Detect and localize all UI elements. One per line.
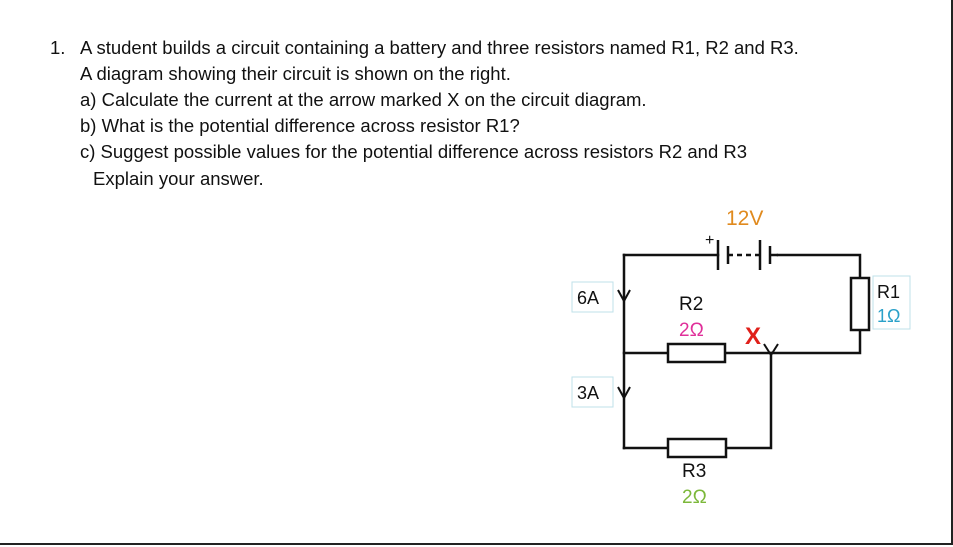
r3-name-label: R3	[682, 461, 706, 482]
r3-value-label: 2Ω	[682, 487, 707, 508]
resistor-r3	[666, 437, 728, 459]
battery-icon	[716, 240, 778, 270]
wire-top-right	[776, 253, 862, 280]
current-6a-label: 6A	[577, 288, 599, 308]
current-6a-box	[571, 281, 614, 313]
question-part-b: b) What is the potential difference acro…	[80, 115, 520, 136]
current-arrow-6a-icon	[617, 289, 631, 304]
r1-value-label: 1Ω	[877, 306, 900, 326]
current-3a-label: 3A	[577, 383, 599, 403]
r1-label-box	[872, 275, 911, 330]
question-number: 1.	[50, 37, 66, 58]
r1-name-label: R1	[877, 282, 900, 302]
wire-r1-down	[622, 328, 862, 355]
marker-x-label: X	[745, 323, 761, 350]
current-arrow-3a-icon	[617, 386, 631, 401]
resistor-r2	[666, 342, 727, 364]
question-part-a: a) Calculate the current at the arrow ma…	[80, 89, 647, 110]
current-arrow-x-icon	[763, 343, 779, 357]
wire-bottom-right	[724, 351, 773, 450]
question-line-2: A diagram showing their circuit is shown…	[80, 63, 511, 84]
current-3a-box	[571, 376, 614, 408]
question-part-c: c) Suggest possible values for the poten…	[80, 141, 748, 162]
r2-name-label: R2	[679, 294, 703, 315]
battery-voltage-label: 12V	[726, 207, 763, 230]
battery-plus-label: +	[705, 232, 714, 249]
question-part-c-continued: Explain your answer.	[93, 168, 264, 189]
question-line-1: A student builds a circuit containing a …	[80, 37, 799, 58]
r2-value-label: 2Ω	[679, 320, 704, 341]
resistor-r1	[849, 276, 871, 332]
